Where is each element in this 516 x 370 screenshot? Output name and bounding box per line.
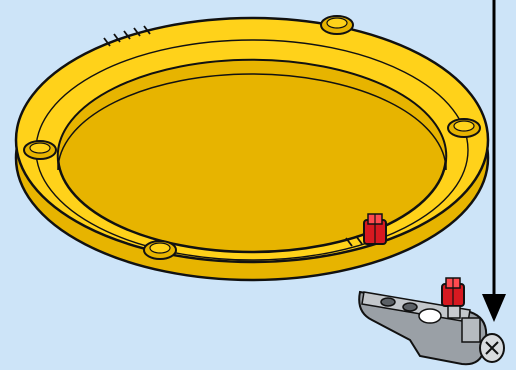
ring-hole-icon — [321, 16, 353, 34]
ring-hole-icon — [24, 141, 56, 159]
yellow-ring-icon — [16, 16, 488, 280]
ring-hole-icon — [144, 241, 176, 259]
ring-hole-icon — [448, 119, 480, 137]
axle-end-icon — [480, 334, 504, 362]
red-peg-icon — [364, 214, 386, 244]
